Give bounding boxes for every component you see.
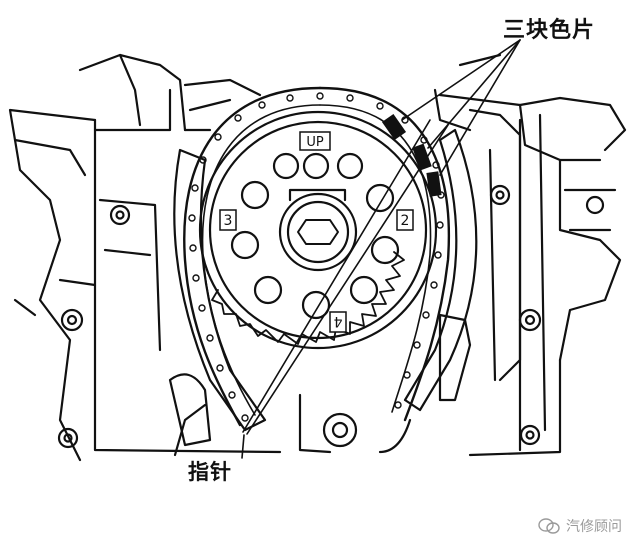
watermark: 汽修顾问 bbox=[538, 516, 622, 536]
engine-block bbox=[8, 53, 627, 462]
watermark-text: 汽修顾问 bbox=[566, 519, 622, 535]
mark-4: 4 bbox=[333, 313, 342, 329]
wechat-icon bbox=[538, 518, 560, 534]
sprocket-marks: UP 3 2 4 bbox=[219, 131, 414, 333]
tensioner bbox=[173, 393, 412, 457]
pointer-callout: 指针 bbox=[188, 460, 232, 484]
camshaft-sprocket bbox=[198, 110, 438, 350]
mark-up: UP bbox=[306, 135, 324, 150]
mark-3: 3 bbox=[224, 213, 233, 229]
timing-chain bbox=[183, 86, 450, 427]
color-plates-callout: 三块色片 bbox=[503, 18, 596, 43]
mark-2: 2 bbox=[401, 213, 410, 229]
block-bolts bbox=[57, 184, 605, 449]
pointer-lines bbox=[241, 39, 521, 459]
